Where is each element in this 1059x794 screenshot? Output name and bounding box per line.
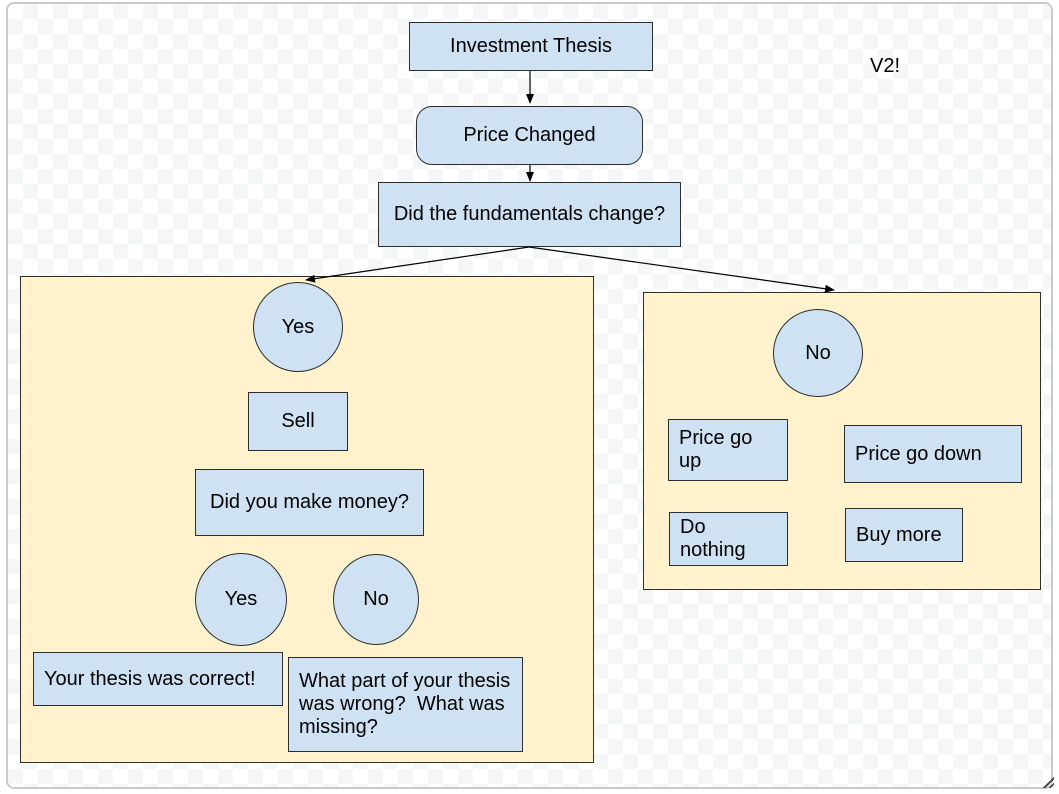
node-fundamentals-question-label: Did the fundamentals change? (393, 203, 666, 225)
version-label[interactable]: V2! (870, 55, 901, 77)
circle-made-money-yes-label: Yes (224, 588, 258, 610)
node-price-go-down-label: Price go down (855, 442, 982, 465)
circle-made-money-yes[interactable]: Yes (195, 553, 287, 646)
node-thesis-correct-label: Your thesis was correct! (44, 667, 256, 690)
node-buy-more-label: Buy more (856, 523, 942, 546)
node-thesis-correct[interactable]: Your thesis was correct! (33, 652, 283, 706)
circle-fundamentals-yes-label: Yes (281, 315, 315, 338)
node-thesis-wrong[interactable]: What part of your thesis was wrong? What… (288, 657, 523, 752)
node-investment-thesis-label: Investment Thesis (450, 35, 612, 57)
node-did-you-make-money-label: Did you make money? (210, 491, 409, 513)
node-did-you-make-money[interactable]: Did you make money? (195, 469, 424, 536)
circle-made-money-no-label: No (363, 588, 389, 610)
node-do-nothing-label: Do nothing (680, 516, 746, 561)
node-sell[interactable]: Sell (248, 392, 348, 451)
node-thesis-wrong-label: What part of your thesis was wrong? What… (299, 670, 511, 738)
node-price-go-down[interactable]: Price go down (844, 425, 1022, 483)
circle-made-money-no[interactable]: No (333, 554, 419, 645)
node-price-changed-label: Price Changed (463, 124, 596, 146)
node-price-changed[interactable]: Price Changed (416, 106, 643, 165)
node-buy-more[interactable]: Buy more (845, 508, 963, 562)
circle-fundamentals-no[interactable]: No (773, 309, 863, 397)
node-fundamentals-question[interactable]: Did the fundamentals change? (378, 182, 681, 247)
node-do-nothing[interactable]: Do nothing (669, 512, 788, 566)
node-investment-thesis[interactable]: Investment Thesis (409, 22, 653, 71)
circle-fundamentals-yes[interactable]: Yes (253, 282, 343, 372)
node-sell-label: Sell (281, 410, 315, 432)
node-price-go-up-label: Price go up (679, 427, 753, 472)
circle-fundamentals-no-label: No (805, 341, 831, 364)
node-price-go-up[interactable]: Price go up (668, 419, 788, 481)
